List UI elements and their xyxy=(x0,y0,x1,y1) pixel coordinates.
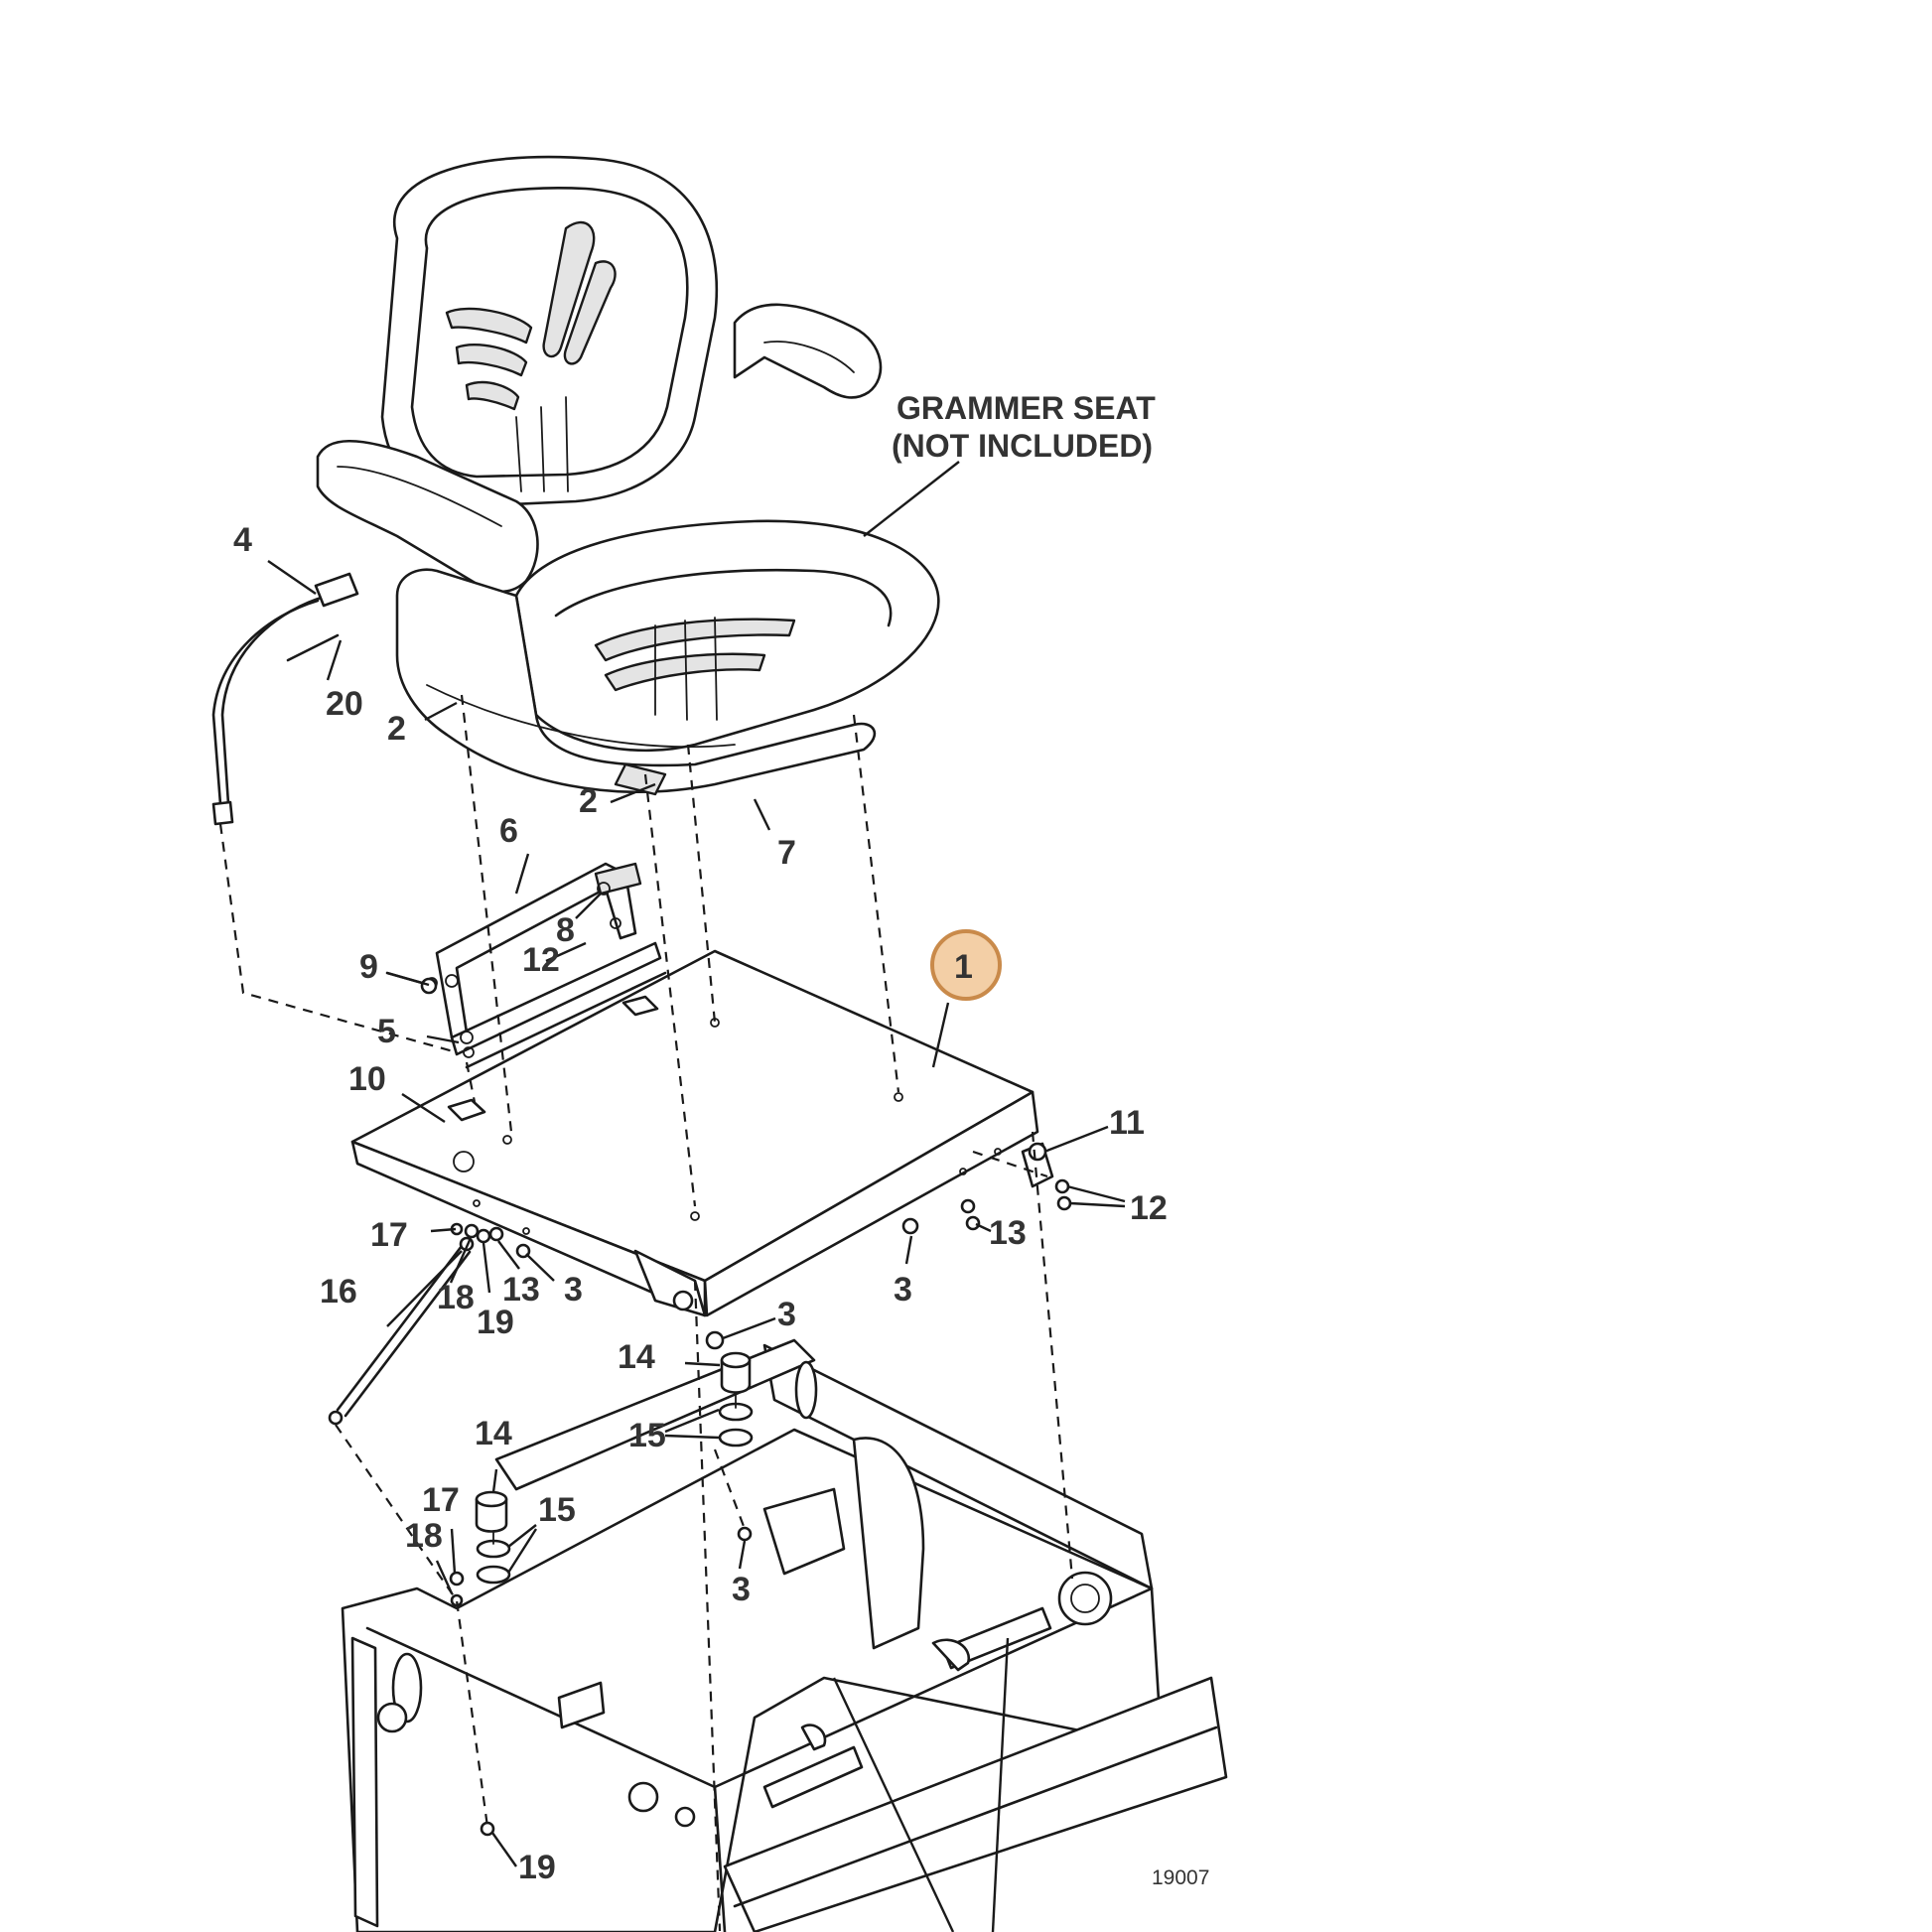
callout-14: 14 xyxy=(475,1415,512,1452)
callout-20: 20 xyxy=(326,685,363,723)
isolator-drawing xyxy=(475,1351,754,1585)
callout-8: 8 xyxy=(556,911,575,949)
callout-12: 12 xyxy=(522,941,560,979)
callout-7: 7 xyxy=(777,834,796,872)
harness-drawing xyxy=(211,572,359,826)
callout-13: 13 xyxy=(989,1214,1027,1252)
alignment-lines xyxy=(218,694,1074,1932)
callout-2: 2 xyxy=(579,782,598,820)
callout-14: 14 xyxy=(618,1338,655,1376)
callout-12: 12 xyxy=(1130,1189,1168,1227)
callout-15: 15 xyxy=(628,1417,666,1454)
callout-19: 19 xyxy=(518,1849,556,1886)
callout-17: 17 xyxy=(422,1481,460,1519)
callout-3: 3 xyxy=(777,1296,796,1333)
callout-11: 11 xyxy=(1109,1104,1145,1142)
highlight-ring xyxy=(930,929,1002,1001)
leader-lines xyxy=(267,461,1126,1932)
grammer-seat-drawing xyxy=(316,155,940,796)
callout-9: 9 xyxy=(359,948,378,986)
callout-19: 19 xyxy=(477,1304,514,1341)
callout-5: 5 xyxy=(377,1013,396,1050)
callout-3: 3 xyxy=(732,1571,751,1608)
callout-3: 3 xyxy=(564,1271,583,1309)
figure-number: 19007 xyxy=(1152,1866,1209,1889)
callout-13: 13 xyxy=(502,1271,540,1309)
callout-6: 6 xyxy=(499,812,518,850)
callout-10: 10 xyxy=(348,1060,386,1098)
seat-note-line2: (NOT INCLUDED) xyxy=(892,428,1153,464)
callout-18: 18 xyxy=(437,1279,475,1316)
callout-1: 1 xyxy=(954,948,973,986)
callout-18: 18 xyxy=(405,1517,443,1555)
rail-bracket-drawing xyxy=(385,862,667,1122)
callout-3: 3 xyxy=(894,1271,912,1309)
callout-4: 4 xyxy=(233,521,252,559)
seat-note-line1: GRAMMER SEAT xyxy=(897,390,1156,426)
callout-labels: 1 2 2 3 3 3 3 4 5 6 7 8 9 10 11 12 12 13… xyxy=(233,390,1209,1889)
gas-spring-drawing xyxy=(328,1236,475,1426)
seat-plate-drawing xyxy=(350,949,1039,1317)
callout-15: 15 xyxy=(538,1491,576,1529)
callout-17: 17 xyxy=(370,1216,408,1254)
callout-16: 16 xyxy=(320,1273,357,1311)
callout-2: 2 xyxy=(387,710,406,748)
